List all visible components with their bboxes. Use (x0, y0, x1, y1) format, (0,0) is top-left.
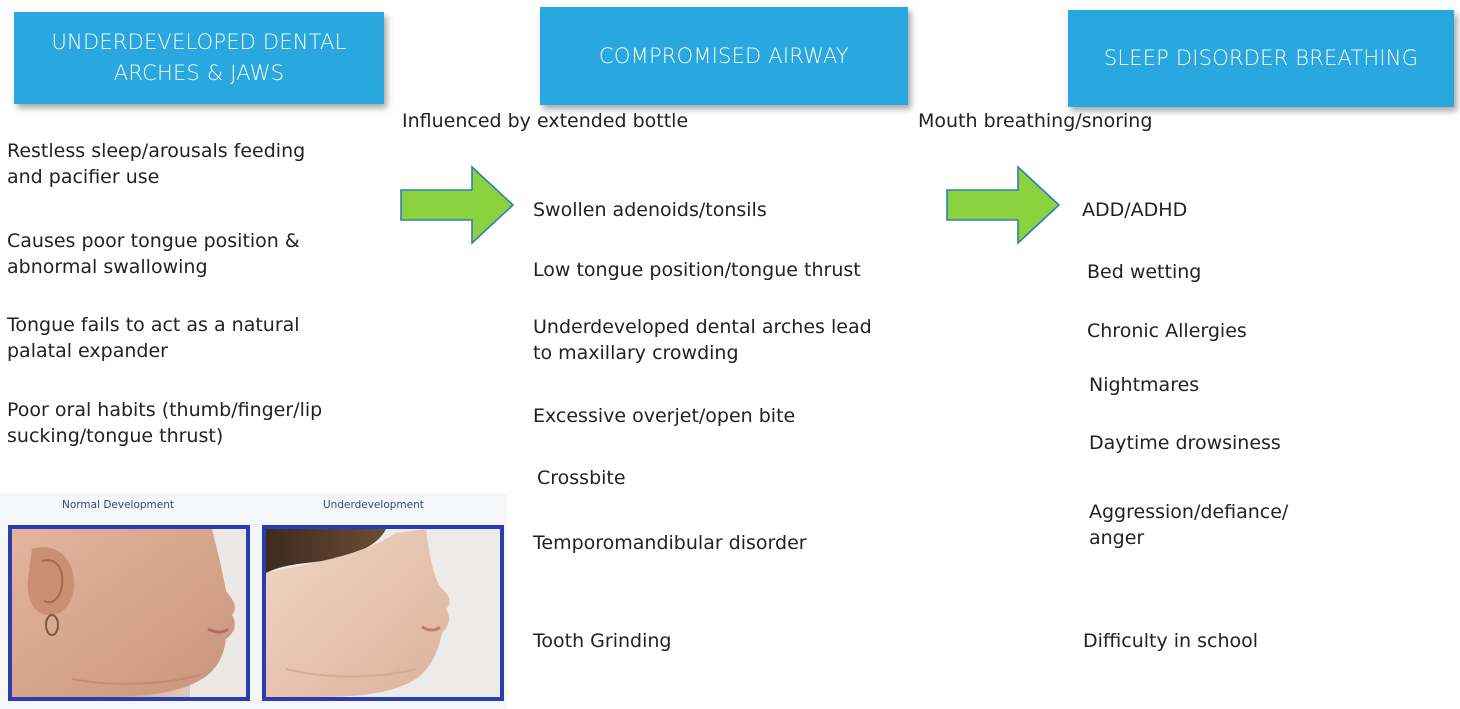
development-comparison-image: Normal Development Underdevelopment (0, 493, 507, 709)
normal-development-photo (8, 525, 250, 701)
col2-item-crossbite: Crossbite (537, 465, 626, 491)
col1-item-restless-sleep: Restless sleep/arousals feeding and paci… (7, 138, 307, 190)
header-underdeveloped-arches: UNDERDEVELOPED DENTAL ARCHES & JAWS (14, 12, 384, 104)
col1-item-tongue-position: Causes poor tongue position & abnormal s… (7, 228, 307, 280)
underdevelopment-photo (262, 525, 504, 701)
col1-item-oral-habits: Poor oral habits (thumb/finger/lip sucki… (7, 397, 397, 449)
col2-item-overjet: Excessive overjet/open bite (533, 403, 795, 429)
col3-item-daytime-drowsiness: Daytime drowsiness (1089, 430, 1281, 456)
col2-item-swollen-adenoids: Swollen adenoids/tonsils (533, 197, 767, 223)
col3-item-bed-wetting: Bed wetting (1087, 259, 1201, 285)
col3-item-nightmares: Nightmares (1089, 372, 1199, 398)
header-compromised-airway: COMPROMISED AIRWAY (540, 7, 908, 105)
col2-intro: Influenced by extended bottle (402, 108, 688, 134)
arrow-right-1-icon (398, 164, 516, 246)
normal-development-caption: Normal Development (62, 499, 174, 511)
header-compromised-airway-label: COMPROMISED AIRWAY (599, 41, 849, 72)
col3-item-aggression: Aggression/defiance/ anger (1089, 499, 1304, 551)
col1-item-palatal-expander: Tongue fails to act as a natural palatal… (7, 312, 307, 364)
header-underdeveloped-arches-label: UNDERDEVELOPED DENTAL ARCHES & JAWS (49, 27, 349, 89)
col3-item-chronic-allergies: Chronic Allergies (1087, 318, 1247, 344)
col3-item-difficulty-school: Difficulty in school (1083, 628, 1258, 654)
underdevelopment-caption: Underdevelopment (323, 499, 424, 511)
header-sleep-disorder-breathing-label: SLEEP DISORDER BREATHING (1104, 43, 1418, 74)
col2-item-tooth-grinding: Tooth Grinding (533, 628, 671, 654)
col2-item-tmd: Temporomandibular disorder (533, 530, 807, 556)
arrow-right-2-icon (944, 164, 1062, 246)
col3-intro: Mouth breathing/snoring (918, 108, 1152, 134)
col3-item-add-adhd: ADD/ADHD (1082, 197, 1187, 223)
header-sleep-disorder-breathing: SLEEP DISORDER BREATHING (1068, 10, 1454, 107)
col2-item-maxillary-crowding: Underdeveloped dental arches lead to max… (533, 314, 893, 366)
col2-item-low-tongue: Low tongue position/tongue thrust (533, 257, 861, 283)
